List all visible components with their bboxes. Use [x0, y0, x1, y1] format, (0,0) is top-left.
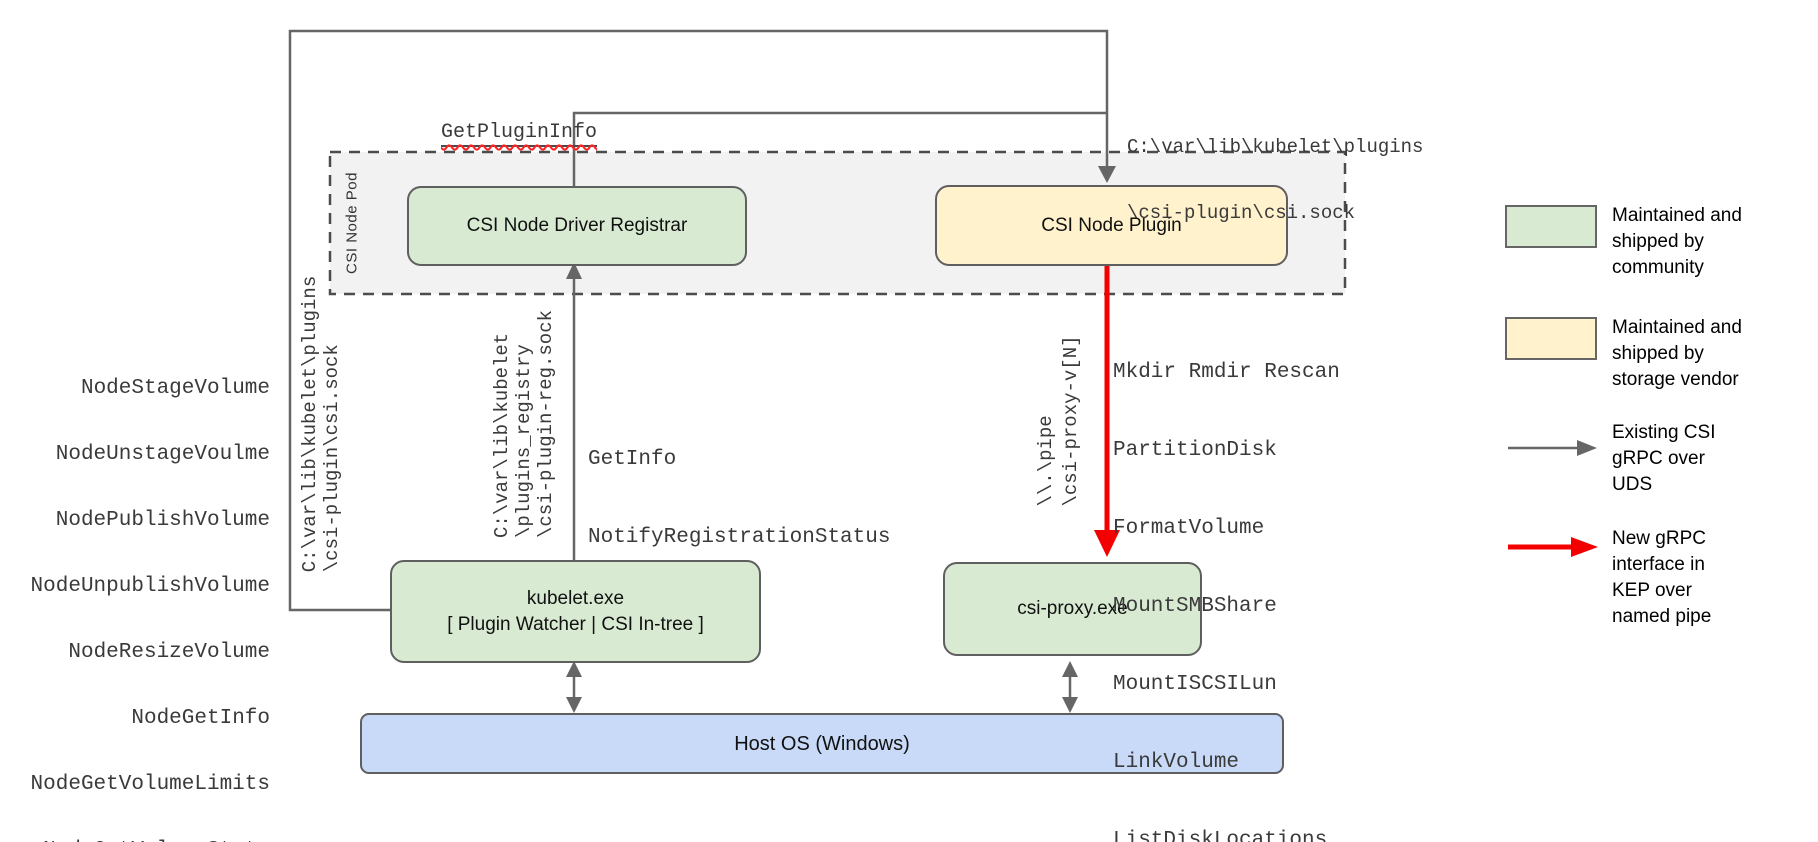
get-plugin-info-label: GetPluginInfo — [393, 98, 598, 170]
down-arrowhead-icon — [566, 697, 582, 713]
named-pipe-arrowhead-icon — [1094, 530, 1120, 557]
down-arrowhead-icon — [1062, 697, 1078, 713]
legend-item-existing-grpc: Existing CSI gRPC over UDS — [1612, 422, 1716, 495]
kubelet-label-line1: kubelet.exe — [526, 587, 625, 609]
up-arrowhead-icon — [1062, 661, 1078, 677]
up-arrowhead-icon — [566, 661, 582, 677]
csi-node-driver-registrar-box: CSI Node Driver Registrar — [407, 186, 747, 266]
registration-arrowhead-icon — [566, 262, 582, 279]
proxy-rpc-call-list: Mkdir Rmdir Rescan PartitionDisk FormatV… — [1113, 361, 1340, 842]
kubelet-to-plugin-uds-line — [288, 29, 1109, 612]
kubelet-label-line2: [ Plugin Watcher | CSI In-tree ] — [447, 613, 704, 635]
csi-proxy-label: csi-proxy.exe — [1017, 598, 1128, 619]
uds-arrowhead-icon — [1098, 166, 1116, 183]
legend-red-arrow-icon — [1508, 537, 1598, 557]
named-pipe-path-label: \\.\pipe \csi-proxy-v[N] — [1035, 335, 1082, 507]
legend-item-community: Maintained and shipped by community — [1612, 205, 1742, 278]
host-os-label: Host OS (Windows) — [734, 732, 910, 755]
legend-community-swatch — [1505, 205, 1597, 248]
kubelet-box: kubelet.exe [ Plugin Watcher | CSI In-tr… — [390, 560, 761, 663]
left-socket-path-label: C:\var\lib\kubelet\plugins \csi-plugin\c… — [299, 275, 343, 573]
legend-vendor-swatch — [1505, 317, 1597, 360]
legend-gray-arrow-icon — [1508, 440, 1597, 456]
registry-socket-path-label: C:\var\lib\kubelet \plugins_registry \cs… — [491, 309, 557, 539]
plugin-socket-path-label: C:\var\lib\kubelet\plugins \csi-plugin\c… — [1127, 136, 1424, 224]
csi-node-pod-label: CSI Node Pod — [343, 172, 361, 274]
legend-item-vendor: Maintained and shipped by storage vendor — [1612, 317, 1742, 390]
registration-rpc-call-list: GetInfo NotifyRegistrationStatus — [588, 448, 891, 549]
csi-proxy-box: csi-proxy.exe — [943, 562, 1202, 656]
host-os-box: Host OS (Windows) — [360, 713, 1284, 774]
registrar-to-plugin-uds-line — [572, 111, 1106, 186]
node-rpc-call-list: NodeStageVolume NodeUnstageVoulme NodePu… — [30, 377, 270, 842]
legend-item-new-grpc: New gRPC interface in KEP over named pip… — [1612, 528, 1712, 627]
csi-node-plugin-box: CSI Node Plugin — [935, 185, 1288, 266]
registrar-label: CSI Node Driver Registrar — [466, 215, 688, 236]
plugin-label: CSI Node Plugin — [1041, 214, 1182, 236]
